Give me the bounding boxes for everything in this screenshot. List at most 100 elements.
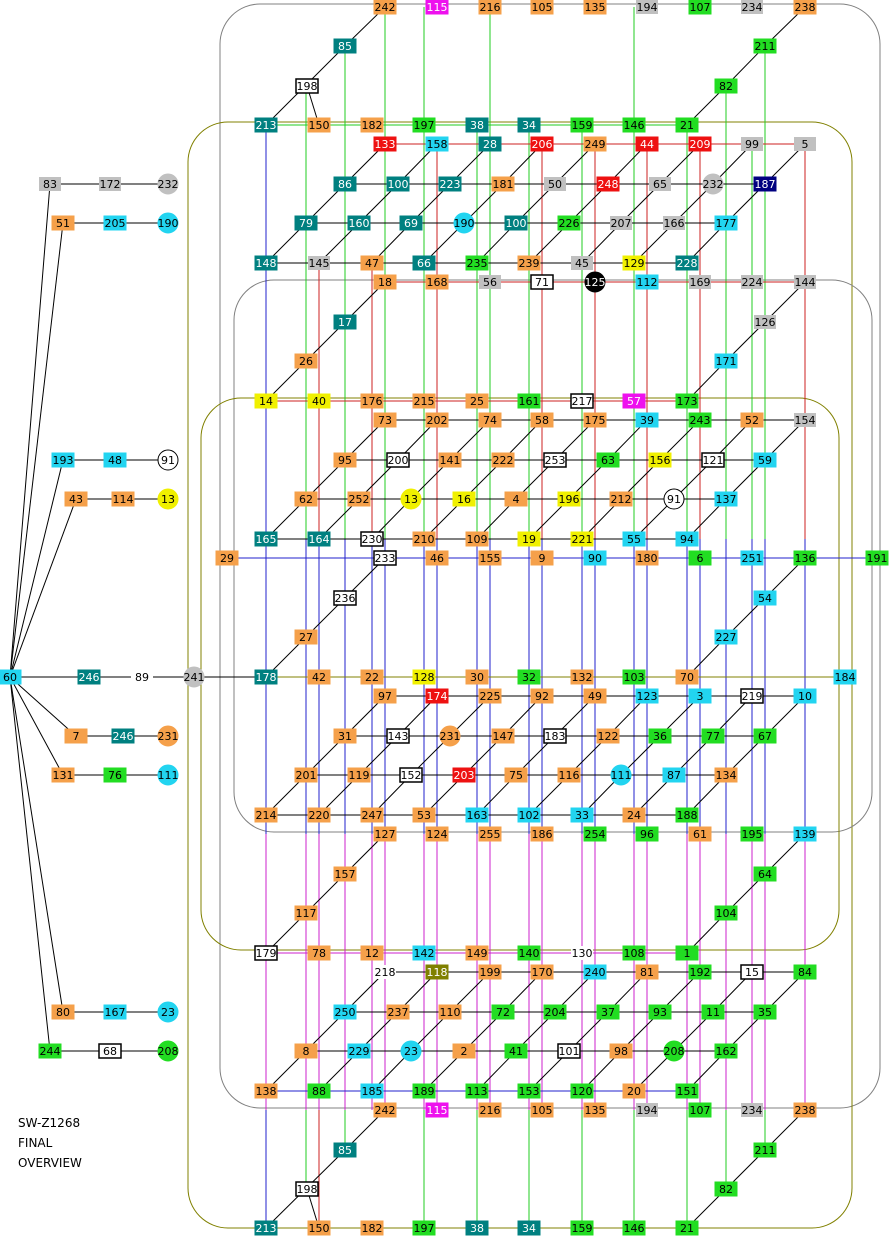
node-label: 194 xyxy=(637,1,658,14)
node-label: 105 xyxy=(532,1,553,14)
node-143: 143 xyxy=(386,728,410,744)
node-label: 165 xyxy=(256,533,277,546)
node-shape xyxy=(794,137,816,151)
node-label: 208 xyxy=(158,1045,179,1058)
node-label: 182 xyxy=(362,1222,383,1235)
node-label: 16 xyxy=(457,493,471,506)
node-label: 97 xyxy=(378,690,392,703)
node-label: 124 xyxy=(427,828,448,841)
node-shape xyxy=(478,0,502,15)
node-shape xyxy=(111,491,135,507)
node-shape xyxy=(702,173,724,195)
node-115: 115 xyxy=(425,0,449,15)
node-label: 213 xyxy=(256,119,277,132)
node-label: 141 xyxy=(440,454,461,467)
node-shape xyxy=(688,412,712,428)
node-125: 125 xyxy=(584,271,606,293)
node-39: 39 xyxy=(635,412,659,428)
node-shape xyxy=(465,1083,489,1099)
node-shape xyxy=(412,1220,436,1236)
node-shape xyxy=(157,449,179,471)
node-194b: 194 xyxy=(636,1103,658,1117)
node-shape xyxy=(51,215,75,231)
node-shape xyxy=(622,945,646,961)
node-shape xyxy=(157,1001,179,1023)
node-107: 107 xyxy=(688,0,712,15)
node-label: 94 xyxy=(680,533,694,546)
node-shape xyxy=(753,1142,777,1158)
node-shape xyxy=(51,767,75,783)
node-51: 51 xyxy=(51,215,75,231)
node-66: 66 xyxy=(412,255,436,271)
node-217: 217 xyxy=(570,393,594,409)
node-label: 208 xyxy=(664,1045,685,1058)
node-label: 112 xyxy=(637,276,658,289)
node-206: 206 xyxy=(530,136,554,152)
node-100: 100 xyxy=(386,176,410,192)
node-shape xyxy=(663,1040,685,1062)
node-shape xyxy=(465,255,489,271)
fan-edge xyxy=(9,676,64,1013)
node-16: 16 xyxy=(452,491,476,507)
node-label: 198 xyxy=(297,1183,318,1196)
node-247: 247 xyxy=(360,807,384,823)
node-label: 221 xyxy=(572,533,593,546)
node-label: 177 xyxy=(716,217,737,230)
node-136: 136 xyxy=(793,550,817,566)
node-label: 50 xyxy=(548,178,562,191)
node-82b: 82 xyxy=(714,1181,738,1197)
node-label: 103 xyxy=(624,671,645,684)
node-label: 7 xyxy=(73,730,80,743)
node-label: 125 xyxy=(585,276,606,289)
node-shape xyxy=(425,688,449,704)
node-112: 112 xyxy=(635,274,659,290)
node-shape xyxy=(675,807,699,823)
node-195: 195 xyxy=(740,826,764,842)
node-label: 211 xyxy=(755,40,776,53)
node-shape xyxy=(478,136,502,152)
node-227: 227 xyxy=(714,629,738,645)
node-shape xyxy=(157,764,179,786)
node-74: 74 xyxy=(478,412,502,428)
node-133: 133 xyxy=(373,136,397,152)
node-label: 53 xyxy=(417,809,431,822)
node-label: 83 xyxy=(43,178,57,191)
node-76: 76 xyxy=(103,767,127,783)
node-65: 65 xyxy=(649,177,671,191)
node-shape xyxy=(333,314,357,330)
node-127: 127 xyxy=(373,826,397,842)
node-162: 162 xyxy=(714,1043,738,1059)
node-shape xyxy=(622,393,646,409)
node-53: 53 xyxy=(412,807,436,823)
node-label: 158 xyxy=(427,138,448,151)
node-216: 216 xyxy=(478,0,502,15)
node-242: 242 xyxy=(373,0,397,15)
node-208b: 208 xyxy=(663,1040,685,1062)
node-shape xyxy=(543,728,567,744)
fan-edge xyxy=(9,222,64,678)
node-label: 164 xyxy=(309,533,330,546)
node-58: 58 xyxy=(530,412,554,428)
node-10: 10 xyxy=(793,688,817,704)
node-shape xyxy=(373,0,397,15)
node-82: 82 xyxy=(714,78,738,94)
node-166: 166 xyxy=(663,216,685,230)
node-104: 104 xyxy=(714,905,738,921)
node-shape xyxy=(635,136,659,152)
node-shape xyxy=(157,725,179,747)
node-label: 139 xyxy=(795,828,816,841)
node-shape xyxy=(307,1083,331,1099)
node-shape xyxy=(635,274,659,290)
node-shape xyxy=(465,807,489,823)
node-131: 131 xyxy=(51,767,75,783)
node-107b: 107 xyxy=(688,1102,712,1118)
node-label: 26 xyxy=(299,355,313,368)
node-shape xyxy=(714,629,738,645)
node-28: 28 xyxy=(478,136,502,152)
node-shape xyxy=(583,826,607,842)
node-shape xyxy=(596,176,620,192)
node-shape xyxy=(307,945,331,961)
node-label: 46 xyxy=(430,552,444,565)
node-102: 102 xyxy=(517,807,541,823)
node-label: 114 xyxy=(113,493,134,506)
